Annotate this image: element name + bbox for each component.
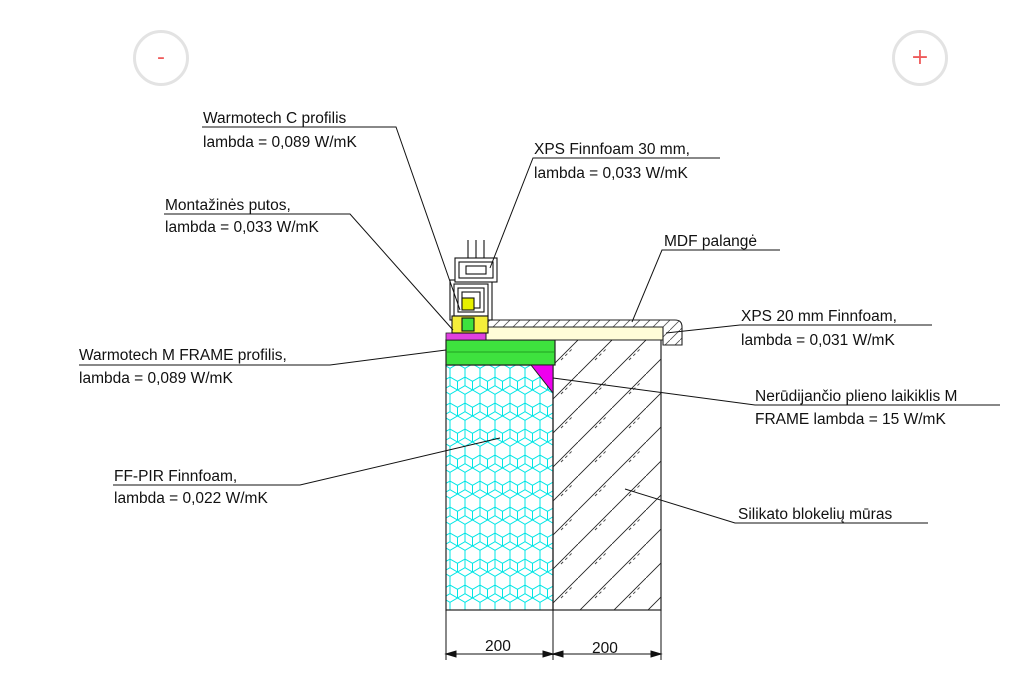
masonry-block — [552, 336, 662, 611]
label-xps20: XPS 20 mm Finnfoam, — [741, 308, 897, 325]
dimension-masonry: 200 — [592, 640, 618, 657]
leader-lines — [79, 126, 1000, 524]
label-warmotech-c: Warmotech C profilis — [203, 110, 347, 127]
label-steel-line2: FRAME lambda = 15 W/mK — [755, 411, 946, 428]
label-xps30-lambda: lambda = 0,033 W/mK — [534, 165, 688, 182]
zoom-in-button[interactable]: + — [892, 30, 948, 86]
dimension-lines — [444, 610, 663, 660]
label-steel-line1: Nerūdijančio plieno laikiklis M — [755, 388, 957, 405]
mframe-profile — [445, 339, 556, 366]
label-pir-lambda: lambda = 0,022 W/mK — [114, 490, 268, 507]
label-warmotech-c-lambda: lambda = 0,089 W/mK — [203, 134, 357, 151]
xps20-board — [485, 326, 664, 341]
pir-insulation-block — [445, 364, 554, 611]
label-montazines: Montažinės putos, — [165, 197, 291, 214]
steel-bracket — [529, 364, 554, 395]
minus-icon: - — [157, 45, 165, 70]
plus-icon: + — [910, 45, 930, 70]
label-mdf: MDF palangė — [664, 233, 757, 250]
window-profile — [449, 240, 498, 334]
label-masonry: Silikato blokelių mūras — [738, 506, 892, 523]
pink-strip — [445, 332, 487, 341]
zoom-out-button[interactable]: - — [133, 30, 189, 86]
label-xps30: XPS Finnfoam 30 mm, — [534, 141, 690, 158]
label-montazines-lambda: lambda = 0,033 W/mK — [165, 219, 319, 236]
label-mframe-lambda: lambda = 0,089 W/mK — [79, 370, 233, 387]
label-mframe: Warmotech M FRAME profilis, — [79, 347, 287, 364]
label-pir: FF-PIR Finnfoam, — [114, 468, 237, 485]
mdf-sill — [485, 319, 683, 346]
dimension-insulation: 200 — [485, 638, 511, 655]
label-xps20-lambda: lambda = 0,031 W/mK — [741, 332, 895, 349]
